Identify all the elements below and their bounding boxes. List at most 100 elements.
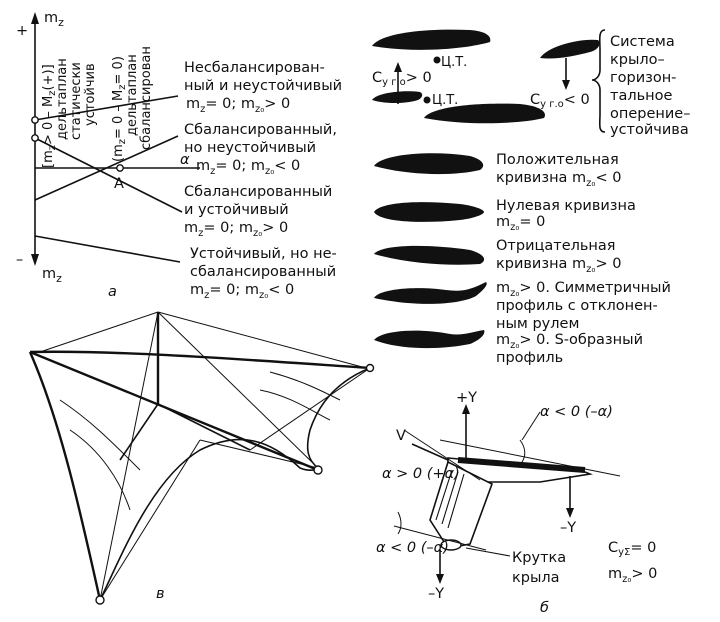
point-a-label: A bbox=[114, 176, 124, 192]
profile-symmetric-with-elevator bbox=[374, 282, 487, 304]
axis-point-top bbox=[31, 116, 39, 124]
top-cable-front bbox=[99, 311, 159, 601]
plus-sign: + bbox=[16, 23, 28, 39]
wingtip-right-knob bbox=[365, 363, 375, 373]
brace-line-2: крыло– bbox=[610, 52, 665, 68]
profile-1-line2: кривизна mz₀< 0 bbox=[496, 170, 621, 189]
rotated-stable: устойчив bbox=[83, 63, 98, 126]
minus-y-bottom-label: –Y bbox=[428, 586, 444, 602]
panel-a-caption: а bbox=[108, 284, 117, 300]
profile-negative-camber bbox=[374, 245, 485, 265]
profile-1-line1: Положительная bbox=[496, 152, 619, 168]
cy-negative-label: Cy г.о< 0 bbox=[530, 92, 590, 110]
alpha-top-label: α < 0 (–α) bbox=[540, 404, 613, 420]
mz-axis-arrow-down bbox=[31, 254, 39, 266]
wing-twist-spar-top bbox=[457, 457, 586, 473]
curve-balanced-stable bbox=[34, 137, 183, 213]
case-2-formula: mz= 0; mz₀< 0 bbox=[196, 158, 300, 177]
krutka-leader bbox=[465, 547, 511, 557]
profile-types: Положительная кривизна mz₀< 0 Нулевая кр… bbox=[374, 152, 671, 366]
top-cable-rear bbox=[157, 311, 319, 469]
profile-3-line2: кривизна mz₀> 0 bbox=[496, 256, 621, 275]
wing-twist-root-shade bbox=[435, 469, 465, 529]
case-4-line2: сбалансированный bbox=[190, 264, 336, 280]
chord-line-tip bbox=[439, 439, 621, 477]
curve-stable-unbalanced bbox=[34, 235, 181, 263]
alpha-top-leader bbox=[521, 411, 541, 441]
chord-line-root bbox=[393, 525, 487, 551]
velocity-line bbox=[411, 443, 449, 461]
lift-arrow-down-head bbox=[562, 80, 570, 90]
sail-trailing-edge bbox=[99, 438, 321, 601]
case-4-formula: mz= 0; mz₀< 0 bbox=[190, 282, 294, 301]
minus-y-right-arrow bbox=[566, 508, 574, 518]
airfoil-tail-2 bbox=[540, 39, 600, 59]
cg-dot-2 bbox=[423, 96, 431, 104]
case-1-formula: mz= 0; mz₀> 0 bbox=[186, 96, 290, 115]
rotated-static: статически bbox=[69, 62, 84, 140]
profile-s-shaped bbox=[374, 330, 485, 349]
profile-5-line2: профиль bbox=[496, 350, 563, 366]
panel-v-caption: в bbox=[156, 586, 165, 602]
krutka-line2: крыла bbox=[512, 570, 560, 586]
chord-line-mid bbox=[403, 429, 481, 481]
axis-point-mid bbox=[31, 134, 39, 142]
brace-line-3: горизон- bbox=[610, 70, 676, 86]
lift-arrow-up-head bbox=[394, 62, 402, 72]
minus-sign: – bbox=[16, 252, 23, 268]
airfoil-main-wing-1 bbox=[372, 29, 491, 50]
case-2-line2: но неустойчивый bbox=[184, 140, 316, 156]
curve-unbalanced-unstable bbox=[34, 95, 179, 121]
brace-line-4: тальное bbox=[610, 88, 672, 104]
case-1-line2: ный и неустойчивый bbox=[184, 78, 342, 94]
rotated-balanced: сбалансирован bbox=[139, 46, 154, 150]
panel-b-wing-twist: +Y V –Y –Y α < 0 (–α) α > 0 (+α) α < 0 (… bbox=[376, 390, 657, 616]
profile-4-line1: mz₀> 0. Симметричный bbox=[496, 280, 671, 299]
case-3-line2: и устойчивый bbox=[184, 202, 289, 218]
case-4-line1: Устойчивый, но не- bbox=[190, 246, 337, 262]
control-bar-right bbox=[157, 403, 251, 451]
angle-arc-top bbox=[519, 439, 526, 463]
system-brace bbox=[591, 29, 606, 133]
case-descriptions: Несбалансирован- ный и неустойчивый mz= … bbox=[184, 60, 342, 301]
bottom-cable-1 bbox=[199, 439, 319, 469]
v-label: V bbox=[396, 428, 406, 444]
minus-y-right-label: –Y bbox=[560, 520, 576, 536]
sail-trailing-edge-right bbox=[306, 367, 371, 469]
alpha-mid-label: α > 0 (+α) bbox=[382, 466, 460, 482]
minus-y-bottom-arrow bbox=[436, 574, 444, 584]
profile-2-line2: mz₀= 0 bbox=[496, 214, 545, 233]
profile-3-line1: Отрицательная bbox=[496, 238, 616, 254]
mz-axis-arrow-up bbox=[31, 12, 39, 24]
nose-knob bbox=[95, 595, 105, 605]
profile-4-line2: профиль с отклонен- bbox=[496, 298, 658, 314]
airfoil-main-wing-2 bbox=[424, 103, 545, 124]
axis-top-label: mz bbox=[44, 10, 64, 29]
case-3-formula: mz= 0; mz₀> 0 bbox=[184, 220, 288, 239]
brace-line-1: Система bbox=[610, 34, 675, 50]
leading-edge-left bbox=[28, 351, 102, 601]
airfoil-tail-1 bbox=[372, 91, 423, 103]
sail-shade-4 bbox=[259, 389, 331, 421]
profile-4-line3: ным рулем bbox=[496, 316, 579, 332]
panel-a-graph: + – mz mz α A [mz> 0 – Mz(+)] дельтаплан… bbox=[16, 10, 200, 300]
bottom-cable-2 bbox=[99, 439, 201, 601]
rotated-static-stable-formula: [mz> 0 – Mz(+)] bbox=[41, 64, 58, 168]
cy-sum-label: CyΣ= 0 bbox=[608, 540, 656, 558]
mz0-label: mz₀> 0 bbox=[608, 566, 657, 585]
axis-bottom-label: mz bbox=[42, 266, 62, 285]
wing-tail-system: Ц.Т. Ц.Т. Cy г.о> 0 Cy г.о< 0 Система кр… bbox=[372, 29, 690, 138]
alpha-axis-label: α bbox=[180, 152, 190, 168]
brace-line-6: устойчива bbox=[610, 122, 689, 138]
point-a-marker bbox=[116, 164, 124, 172]
cy-positive-label: Cy г.о> 0 bbox=[372, 70, 432, 88]
top-cable-left bbox=[39, 311, 159, 353]
tail-knob bbox=[313, 465, 323, 475]
cg-dot-1 bbox=[433, 56, 441, 64]
brace-line-5: оперение– bbox=[610, 106, 690, 122]
alpha-bot-label: α < 0 (–α) bbox=[376, 540, 449, 556]
profile-positive-camber bbox=[374, 153, 484, 175]
leading-edge-right bbox=[29, 350, 371, 370]
krutka-line1: Крутка bbox=[512, 550, 566, 566]
